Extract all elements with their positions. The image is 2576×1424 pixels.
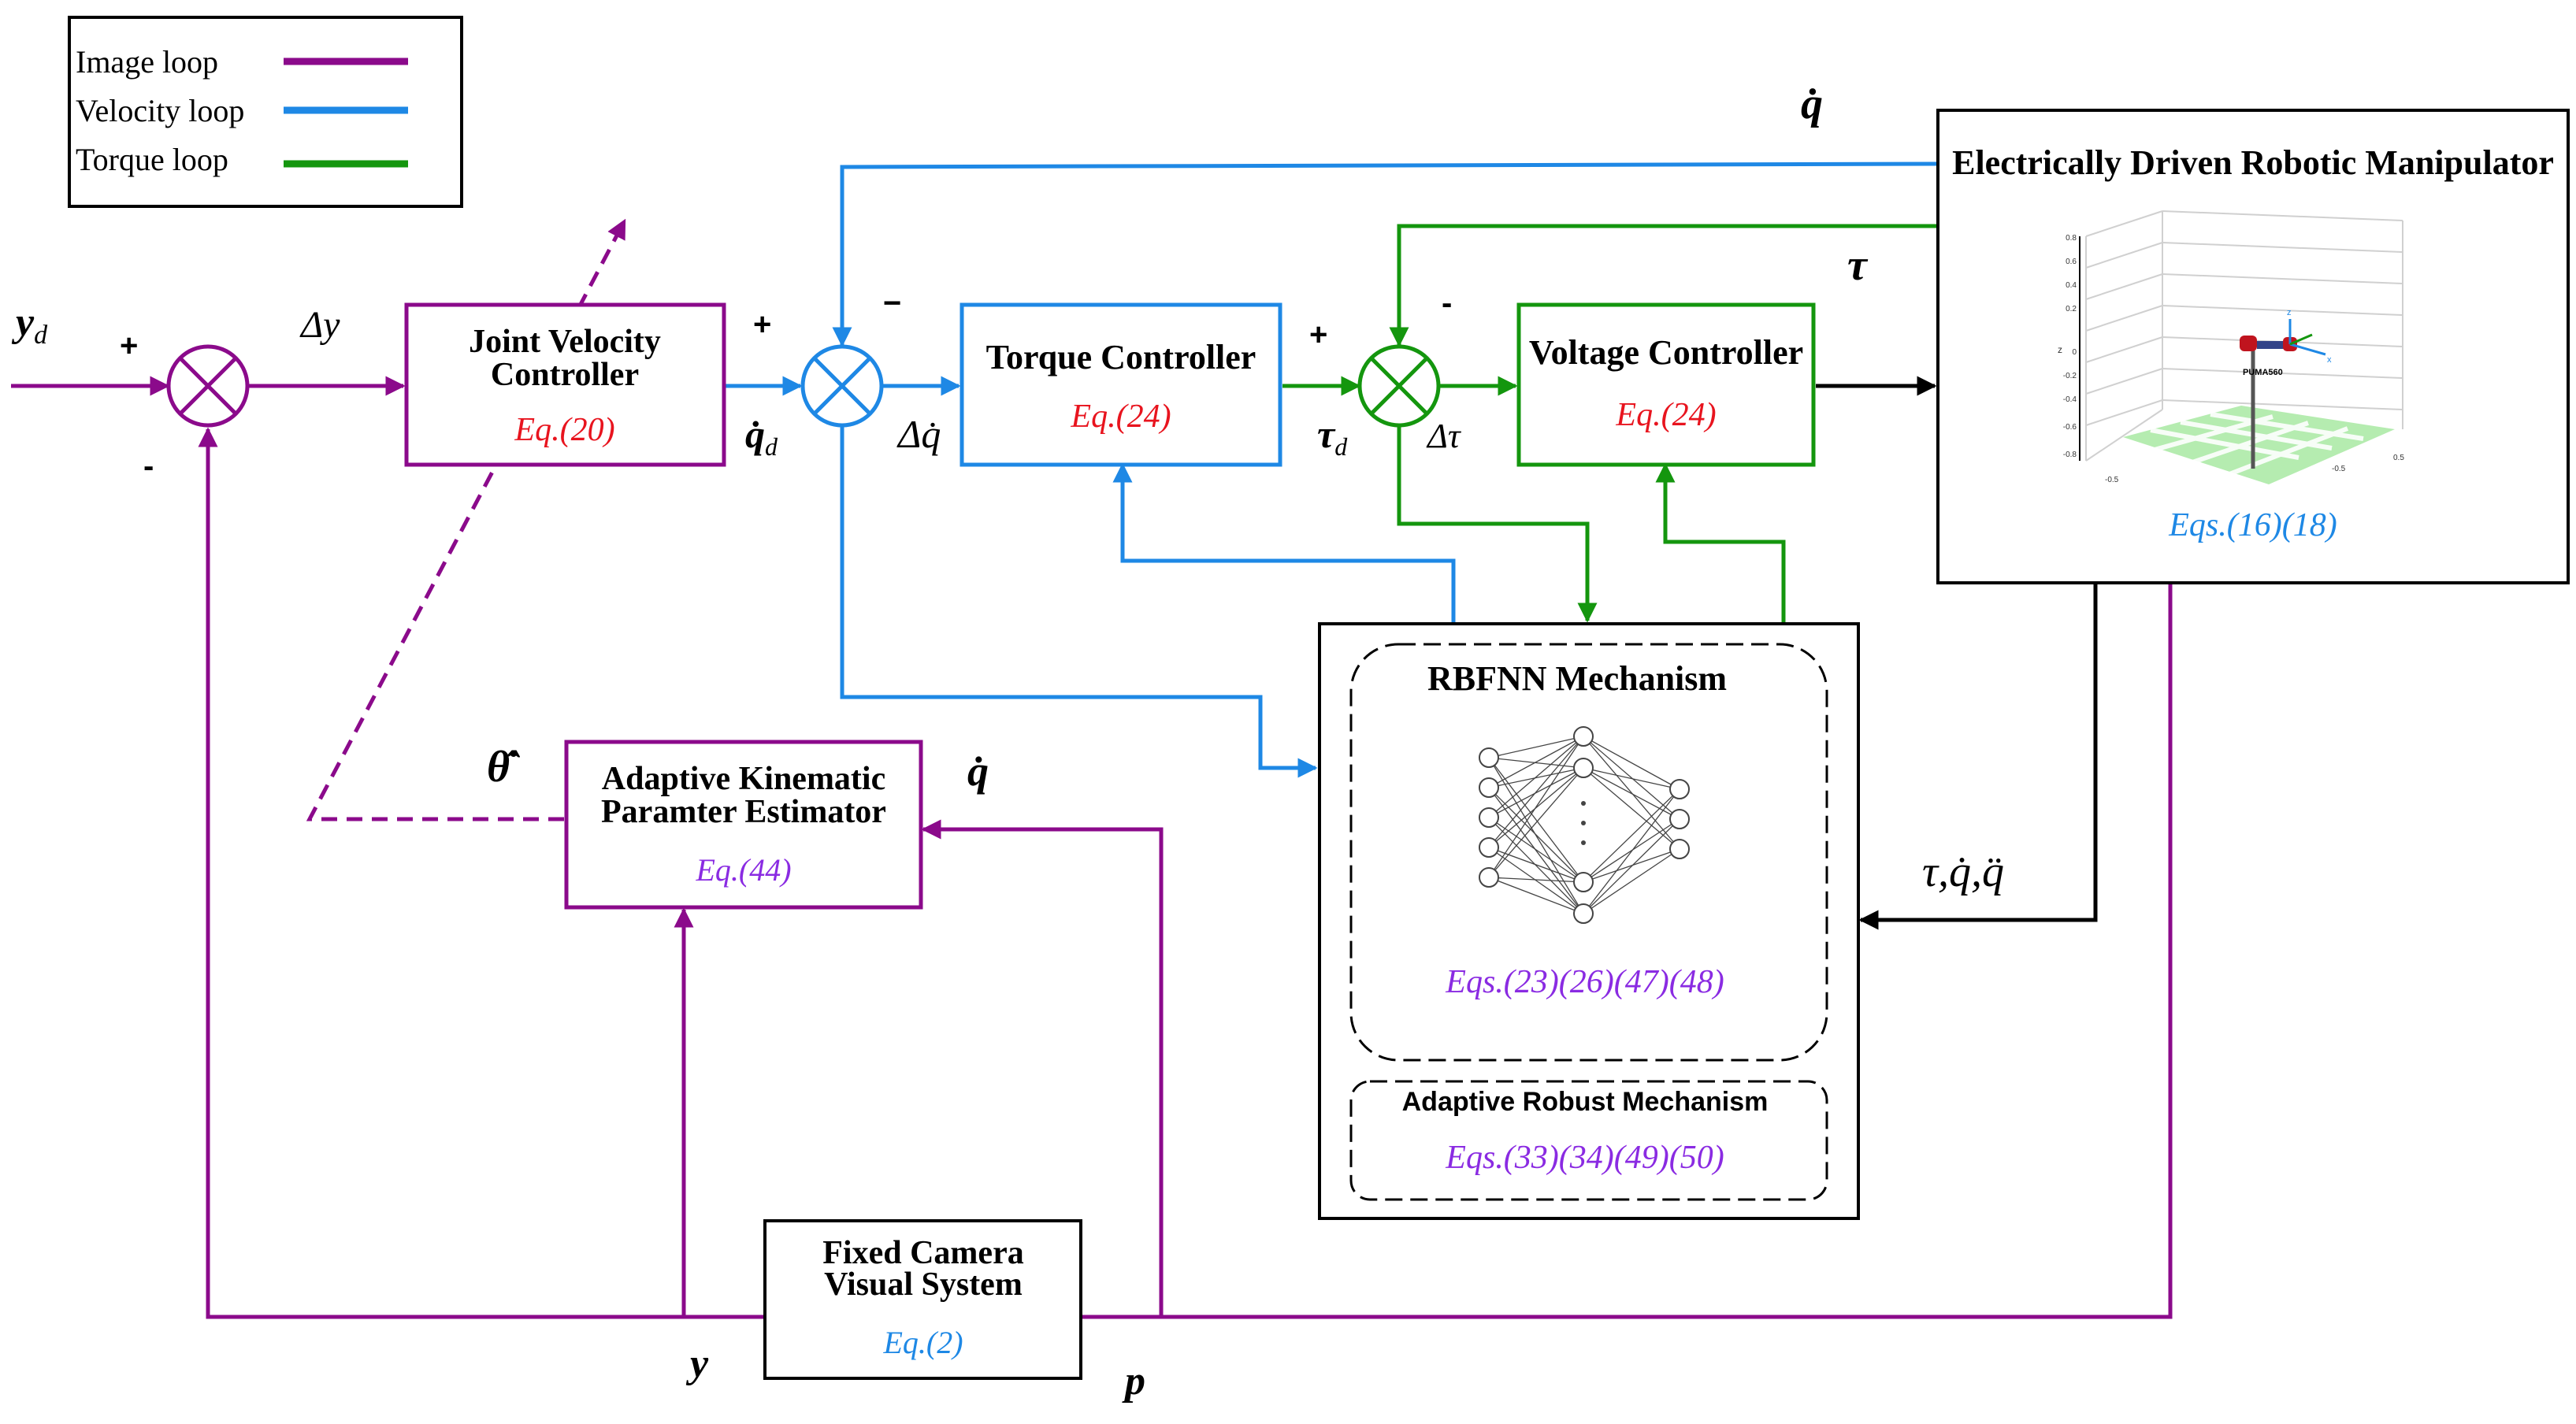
- label-tau-q-qdd: τ,q̇,q̈: [1922, 847, 2004, 896]
- voltage-controller-block: Voltage Controller Eq.(24): [1516, 302, 1816, 467]
- label-p: p: [1122, 1359, 1145, 1404]
- svg-text:z: z: [2058, 344, 2062, 355]
- label-tau-top: τ: [1847, 241, 1869, 290]
- arm-dashed-box: [1349, 1080, 1828, 1201]
- svg-text:z: z: [2287, 308, 2292, 317]
- svg-text:-0.2: -0.2: [2063, 372, 2077, 380]
- wire-rbfnn-to-vc: [1655, 462, 1786, 622]
- wire-rbfnn-to-tc: [1112, 462, 1456, 622]
- rbfnn-network-icon: [1479, 726, 1690, 924]
- arm-eq: Eqs.(33)(34)(49)(50): [1445, 1140, 1724, 1176]
- svg-text:0.2: 0.2: [2066, 305, 2077, 313]
- legend-velocity-label: Velocity loop: [76, 93, 244, 128]
- akpe-eq: Eq.(44): [695, 852, 791, 888]
- akpe-line1: Adaptive Kinematic: [602, 761, 885, 797]
- camera-visual-system-block: Fixed Camera Visual System Eq.(2): [763, 1219, 1082, 1380]
- wire-tau-feedback: [1389, 224, 1939, 347]
- robot-manipulator-block: Electrically Driven Robotic Manipulator: [1936, 109, 2570, 584]
- sum-junction-3: [1357, 344, 1441, 428]
- svg-text:0.5: 0.5: [2393, 454, 2404, 462]
- label-delta-y: Δy: [299, 304, 340, 346]
- sum-junction-2: [800, 344, 884, 428]
- sign-sum3-plus: +: [1309, 317, 1327, 352]
- label-tau-d: τd: [1317, 412, 1348, 461]
- legend-torque-label: Torque loop: [76, 142, 228, 177]
- arm-title: Adaptive Robust Mechanism: [1402, 1087, 1769, 1117]
- svg-text:0.6: 0.6: [2066, 258, 2077, 266]
- svg-text:-0.4: -0.4: [2063, 395, 2077, 404]
- sign-sum2-minus: −: [883, 286, 901, 321]
- robot-eq: Eqs.(16)(18): [2168, 507, 2337, 543]
- wire-qdot-feedback: [832, 161, 1940, 347]
- sign-sum2-plus: +: [753, 307, 771, 342]
- torque-controller-block: Torque Controller Eq.(24): [960, 302, 1282, 467]
- svg-text:-0.8: -0.8: [2063, 451, 2077, 459]
- jvc-eq: Eq.(20): [514, 412, 614, 448]
- tc-eq: Eq.(24): [1070, 399, 1171, 435]
- tc-title: Torque Controller: [986, 338, 1256, 376]
- joint-velocity-controller-block: Joint Velocity Controller Eq.(20): [404, 302, 726, 467]
- robot-plot-label: PUMA560: [2243, 368, 2283, 377]
- svg-text:x: x: [2327, 355, 2332, 365]
- label-qdot-d: q̇d: [745, 412, 778, 461]
- label-qdot-top: q̇: [1801, 80, 1823, 128]
- rbfnn-eq: Eqs.(23)(26)(47)(48): [1445, 964, 1724, 1000]
- robot-3d-plot: 0.8 0.6 0.4 0.2 0 -0.2 -0.4 -0.6 -0.8 z …: [2058, 210, 2404, 484]
- label-theta-hat-dot: θ̂̇: [487, 743, 520, 792]
- image-loop-wires: [11, 218, 2173, 1319]
- wire-states-to-rbfnn: [1858, 583, 2098, 930]
- wire-p-to-akpe: [921, 819, 1164, 1317]
- svg-text:-0.5: -0.5: [2105, 476, 2119, 484]
- wire-feedback-to-sum1: [198, 427, 2173, 1319]
- vc-title: Voltage Controller: [1529, 333, 1803, 372]
- svg-text:0.4: 0.4: [2066, 281, 2077, 290]
- sign-sum1-minus: -: [143, 449, 154, 484]
- rbfnn-dashed-box: [1349, 643, 1828, 1062]
- jvc-line2: Controller: [491, 357, 639, 393]
- torque-loop-wires: [1282, 224, 1939, 623]
- neural-compensator-block: RBFNN Mechanism: [1318, 622, 1860, 1220]
- wire-theta-adaptation: [306, 218, 627, 821]
- svg-text:-0.5: -0.5: [2332, 465, 2346, 473]
- vc-eq: Eq.(24): [1615, 397, 1716, 433]
- label-qdot-akpe: q̇: [967, 747, 989, 795]
- label-yd: yd: [11, 300, 48, 350]
- wire-to-rbfnn: [840, 427, 1318, 778]
- cam-line1: Fixed Camera: [822, 1235, 1023, 1271]
- sign-sum3-minus: -: [1442, 286, 1452, 321]
- svg-text:-0.6: -0.6: [2063, 423, 2077, 432]
- label-y: y: [685, 1341, 709, 1386]
- velocity-loop-wires: [726, 161, 1940, 778]
- jvc-line1: Joint Velocity: [469, 324, 661, 360]
- svg-text:0: 0: [2072, 348, 2077, 357]
- legend-image-label: Image loop: [76, 44, 218, 80]
- label-delta-qdot: Δq̇: [896, 412, 941, 456]
- wire-dtau-to-rbfnn: [1397, 427, 1598, 623]
- legend: Image loop Velocity loop Torque loop: [68, 16, 463, 208]
- akpe-line2: Paramter Estimator: [601, 794, 886, 830]
- robot-title: Electrically Driven Robotic Manipulator: [1952, 143, 2554, 182]
- sign-sum1-plus: +: [120, 328, 138, 363]
- svg-text:0.8: 0.8: [2066, 234, 2077, 243]
- junction-signs: + - + − + -: [120, 286, 1452, 484]
- label-delta-tau: Δτ: [1426, 417, 1462, 455]
- cam-line2: Visual System: [824, 1266, 1023, 1303]
- adaptive-kinematic-estimator-block: Adaptive Kinematic Paramter Estimator Eq…: [564, 740, 923, 910]
- sum-junction-1: [166, 344, 250, 428]
- rbfnn-title: RBFNN Mechanism: [1427, 659, 1727, 698]
- black-wires: [1816, 376, 2098, 930]
- cam-eq: Eq.(2): [882, 1325, 963, 1360]
